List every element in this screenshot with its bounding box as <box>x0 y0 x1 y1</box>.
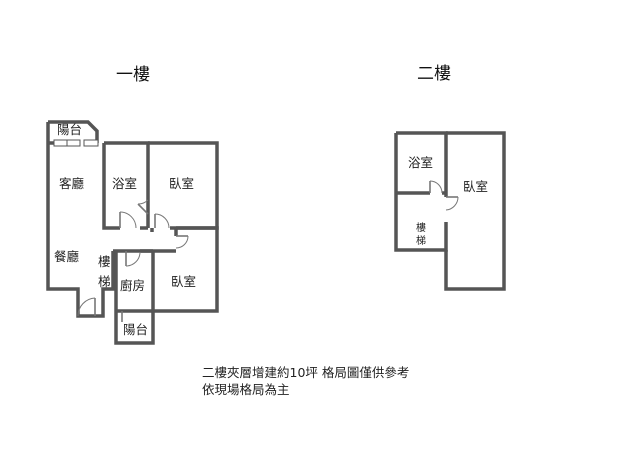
note-line-2: 依現場格局為主 <box>202 382 290 397</box>
floor1-walls <box>46 120 219 345</box>
door-bath-2f <box>429 180 443 194</box>
label-bedroom-a: 臥室 <box>169 176 194 191</box>
label-bedroom-2f: 臥室 <box>463 179 488 194</box>
floor2-walls <box>394 131 506 291</box>
label-balcony-bottom: 陽台 <box>123 322 148 337</box>
plan-note: 二樓夾層增建約10坪 格局圖僅供參考 依現場格局為主 <box>202 364 409 398</box>
living-window <box>53 139 81 147</box>
door-bedroom-2f <box>445 196 459 211</box>
label-balcony-top: 陽台 <box>57 122 82 137</box>
door-bath <box>119 211 137 229</box>
label-dining-room: 餐廳 <box>54 249 80 264</box>
label-living-room: 客廳 <box>59 176 85 191</box>
door-bedroom-a <box>137 199 170 229</box>
balcony-window <box>83 139 99 147</box>
floor2-title: 二樓 <box>417 64 451 84</box>
floor1-title: 一樓 <box>116 65 150 85</box>
label-kitchen: 廚房 <box>120 278 145 293</box>
label-stairs-2f: 樓梯 <box>416 221 426 247</box>
label-bedroom-b: 臥室 <box>171 274 196 289</box>
door-bedroom-b <box>175 235 189 249</box>
note-line-1: 二樓夾層增建約10坪 格局圖僅供參考 <box>202 365 410 380</box>
door-entrance <box>77 297 96 317</box>
label-stairs-1f: 樓梯 <box>98 254 111 289</box>
label-bath-2f: 浴室 <box>408 155 433 170</box>
door-kitchen <box>125 251 141 267</box>
label-bath-1f: 浴室 <box>112 176 137 191</box>
